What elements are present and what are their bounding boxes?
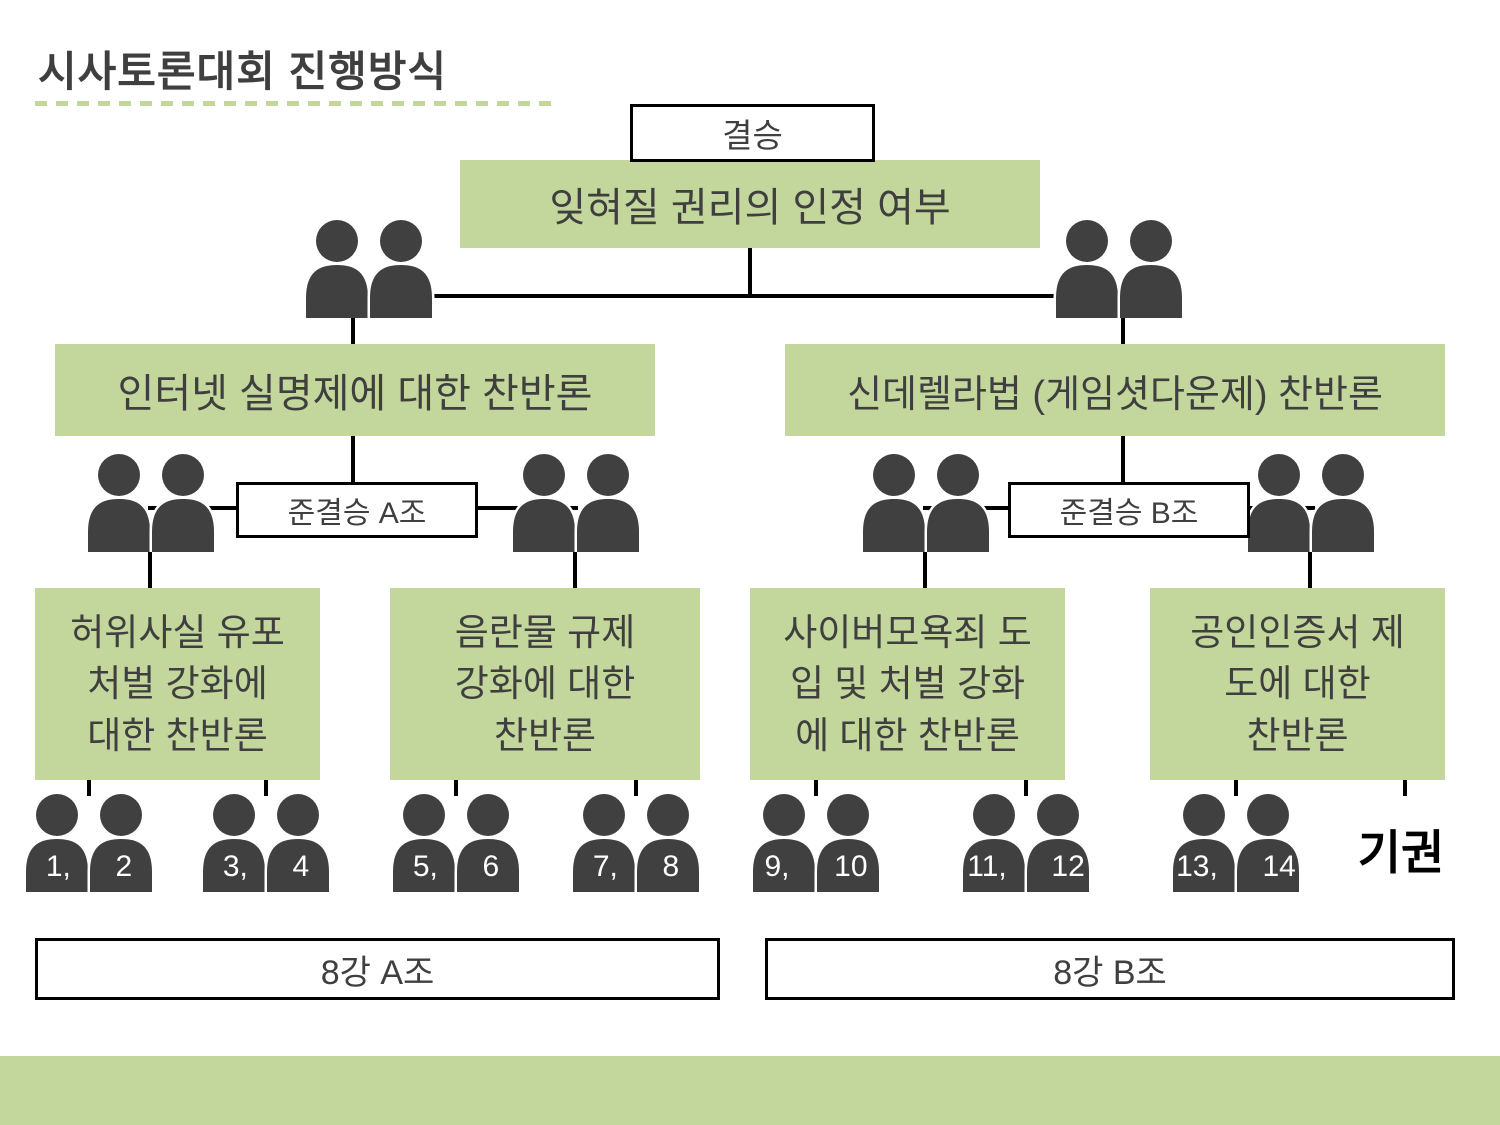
bottom-accent-bar <box>0 1056 1500 1125</box>
person-icon <box>303 218 371 318</box>
person-icon <box>1309 452 1377 552</box>
person-icon <box>1245 452 1313 552</box>
quarterfinal-topic-3-box: 사이버모욕죄 도 입 및 처벌 강화 에 대한 찬반론 <box>750 588 1065 780</box>
person-icon <box>634 792 702 892</box>
round8-group-a-box: 8강 A조 <box>35 938 720 1000</box>
title-underline <box>35 101 560 106</box>
person-icon <box>200 792 268 892</box>
connector-b-left-drop <box>923 548 927 590</box>
person-icon <box>264 792 332 892</box>
connector-pair-13-14 <box>1234 778 1238 796</box>
connector-b-right-drop <box>1308 548 1312 590</box>
pair-number: 9, 10 <box>764 850 868 883</box>
connector-main-right-drop <box>1121 294 1125 346</box>
connector-pair-3-4 <box>264 778 268 796</box>
entrant-pair-11-12-icon: 11, 12 <box>950 792 1102 892</box>
connector-pair-9-10 <box>814 778 818 796</box>
person-icon <box>860 452 928 552</box>
connector-a-right-drop <box>573 548 577 590</box>
semifinal-right-topic-box: 신데렐라법 (게임셧다운제) 찬반론 <box>785 344 1445 436</box>
connector-pair-5-6 <box>454 778 458 796</box>
person-icon <box>23 792 91 892</box>
pair-number: 5, 6 <box>412 850 500 883</box>
connector-semifinal-a-drop <box>351 432 355 510</box>
person-icon <box>570 792 638 892</box>
semifinal-b-pair-left-icon <box>850 452 1002 552</box>
entrant-pair-7-8-icon: 7, 8 <box>560 792 712 892</box>
semifinal-a-pair-right-icon <box>500 452 652 552</box>
pair-number: 13, 14 <box>1176 850 1296 883</box>
person-icon <box>1024 792 1092 892</box>
connector-semifinal-b-drop <box>1121 432 1125 510</box>
entrant-pair-5-6-icon: 5, 6 <box>380 792 532 892</box>
person-icon <box>149 452 217 552</box>
connector-a-left-drop <box>148 548 152 590</box>
final-topic-box: 잊혀질 권리의 인정 여부 <box>460 160 1040 248</box>
quarterfinal-topic-1-box: 허위사실 유포 처벌 강화에 대한 찬반론 <box>35 588 320 780</box>
person-icon <box>85 452 153 552</box>
connector-main-horizontal <box>351 294 1125 298</box>
person-icon <box>960 792 1028 892</box>
quarterfinal-topic-4-box: 공인인증서 제 도에 대한 찬반론 <box>1150 588 1445 780</box>
entrant-pair-3-4-icon: 3, 4 <box>190 792 342 892</box>
entrant-pair-9-10-icon: 9, 10 <box>740 792 892 892</box>
person-icon <box>87 792 155 892</box>
person-icon <box>510 452 578 552</box>
final-round-label-box: 결승 <box>630 104 875 162</box>
person-icon <box>454 792 522 892</box>
pair-number: 1, 2 <box>45 850 133 883</box>
forfeit-label: 기권 <box>1357 826 1445 879</box>
pair-number: 11, 12 <box>967 850 1085 883</box>
entrant-pair-1-2-icon: 1, 2 <box>13 792 165 892</box>
pair-number: 3, 4 <box>222 850 310 883</box>
page-title: 시사토론대회 진행방식 <box>38 48 448 95</box>
entrant-pair-13-14-icon: 13, 14 <box>1160 792 1312 892</box>
person-icon <box>367 218 435 318</box>
connector-final-drop <box>748 246 752 298</box>
connector-pair-11-12 <box>1024 778 1028 796</box>
round8-group-b-box: 8강 B조 <box>765 938 1455 1000</box>
person-icon <box>1053 218 1121 318</box>
person-icon <box>1117 218 1185 318</box>
semifinal-a-pair-left-icon <box>75 452 227 552</box>
connector-forfeit <box>1403 778 1407 796</box>
connector-pair-7-8 <box>634 778 638 796</box>
semifinal-group-b-label-box: 준결승 B조 <box>1008 482 1250 538</box>
person-icon <box>1234 792 1302 892</box>
person-icon <box>390 792 458 892</box>
person-icon <box>814 792 882 892</box>
pair-number: 7, 8 <box>592 850 680 883</box>
semifinal-left-topic-box: 인터넷 실명제에 대한 찬반론 <box>55 344 655 436</box>
connector-pair-1-2 <box>87 778 91 796</box>
finalist-pair-left-icon <box>293 218 445 318</box>
quarterfinal-topic-2-box: 음란물 규제 강화에 대한 찬반론 <box>390 588 700 780</box>
finalist-pair-right-icon <box>1043 218 1195 318</box>
person-icon <box>750 792 818 892</box>
person-icon <box>924 452 992 552</box>
person-icon <box>1170 792 1238 892</box>
person-icon <box>574 452 642 552</box>
semifinal-b-pair-right-icon <box>1235 452 1387 552</box>
semifinal-group-a-label-box: 준결승 A조 <box>236 482 478 538</box>
connector-main-left-drop <box>351 294 355 346</box>
